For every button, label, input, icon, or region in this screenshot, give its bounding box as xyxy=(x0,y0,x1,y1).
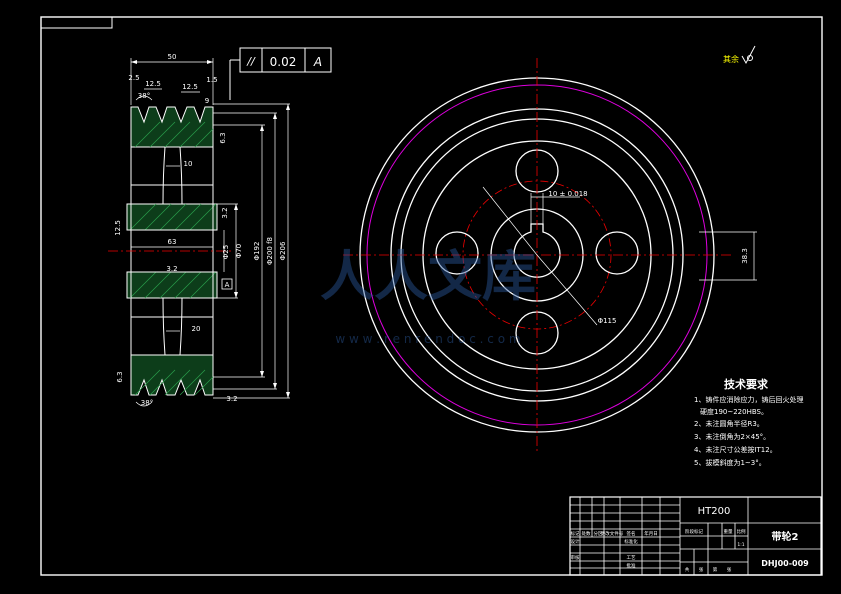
tb-cell-date: 年月日 xyxy=(644,530,658,537)
dim-small-a: 2.5 xyxy=(128,74,139,82)
tb-cell-change-doc: 更改文件号 xyxy=(601,530,624,537)
tb-drawing-no: DHJ00-009 xyxy=(761,559,809,568)
tb-cell-process: 工艺 xyxy=(627,555,636,561)
tb-cell-sheet-a: 张 xyxy=(699,566,704,573)
dim-web-gap-lower: 20 xyxy=(192,325,201,333)
tech-item-3: 2、未注圆角半径R3。 xyxy=(694,419,764,428)
tech-requirements: 技术要求 1、铸件应消除应力，铸后回火处理 硬度190~220HBS。 2、未注… xyxy=(694,377,803,467)
dim-bore-dia: Φ25 xyxy=(222,245,230,259)
tb-cell-total: 共 xyxy=(685,566,690,573)
tolerance-value: 0.02 xyxy=(270,55,297,69)
dim-groove-angle-top: 38° xyxy=(138,92,150,100)
tb-cell-scale-label: 比例 xyxy=(737,528,746,535)
key-depth-dimension xyxy=(699,231,757,281)
dim-outer-dia: Φ206 xyxy=(279,241,287,260)
dim-hole-circle: Φ115 xyxy=(598,317,617,325)
title-block xyxy=(569,496,822,576)
tb-cell-zone: 分区 xyxy=(594,530,603,537)
tb-cell-mark: 标记 xyxy=(571,530,580,537)
tb-cell-review: 审核 xyxy=(571,554,580,561)
dim-hub-roughness: 3.2 xyxy=(166,265,177,273)
tb-material: HT200 xyxy=(698,506,731,517)
tb-part-name: 带轮2 xyxy=(772,530,799,543)
roughness-check-icon xyxy=(741,45,756,65)
tb-cell-weight: 重量 xyxy=(724,528,733,535)
tolerance-symbol: // xyxy=(246,55,256,68)
section-lower-rim xyxy=(130,354,214,396)
surface-mark-3: 6.3 xyxy=(116,371,124,382)
drawing-frame xyxy=(40,16,823,576)
surface-mark-2: 12.5 xyxy=(114,220,122,236)
tech-item-2: 硬度190~220HBS。 xyxy=(700,407,768,416)
dim-overall-width: 50 xyxy=(168,53,177,61)
dim-groove-edge: 9 xyxy=(205,97,209,105)
tb-cell-scale: 1:1 xyxy=(737,542,744,548)
hatch-lines xyxy=(129,121,217,396)
tech-item-5: 4、未注尺寸公差按IT12。 xyxy=(694,445,777,454)
dim-key-depth: 38.3 xyxy=(741,248,749,264)
dim-web-gap-upper: 10 xyxy=(184,160,193,168)
side-dimension-lines xyxy=(130,58,290,399)
dim-groove-pitch-a: 12.5 xyxy=(145,80,161,88)
tb-cell-signature: 签名 xyxy=(627,530,636,537)
tb-cell-stage: 阶段标记 xyxy=(685,528,703,535)
dimension-arrows xyxy=(131,60,290,398)
datum-a-label: A xyxy=(225,281,230,289)
tb-cell-sheet-b: 张 xyxy=(727,566,732,573)
front-view: 10 ± 0.018 Φ115 38.3 xyxy=(343,58,757,452)
tolerance-frame xyxy=(229,47,332,100)
tb-cell-count: 处数 xyxy=(582,530,591,537)
dim-keyway: 10 ± 0.018 xyxy=(548,190,587,198)
watermark-logo: 人人文库 xyxy=(320,245,536,308)
keyway-dimension xyxy=(482,186,598,326)
datum-a-marker xyxy=(221,278,233,290)
dim-groove-pitch-b: 12.5 xyxy=(182,83,198,91)
dim-groove-angle-bottom: 38° xyxy=(141,399,153,407)
tech-item-4: 3、未注倒角为2×45°。 xyxy=(694,432,770,441)
tolerance-datum: A xyxy=(313,55,322,69)
surface-mark-4: 3.2 xyxy=(226,395,237,403)
surface-mark-1: 3.2 xyxy=(221,207,229,218)
watermark: 人人文库 w w w . r e n r e n d o c . c o m xyxy=(320,245,536,346)
tech-item-1: 1、铸件应消除应力，铸后回火处理 xyxy=(694,395,803,404)
section-hub xyxy=(126,203,218,299)
tb-cell-design: 设计 xyxy=(571,538,580,545)
bore-with-keyway xyxy=(513,223,561,278)
tb-cell-of: 第 xyxy=(713,566,718,573)
dim-hub-length: 63 xyxy=(168,238,177,246)
tb-cell-approve: 批准 xyxy=(627,562,636,569)
watermark-url: w w w . r e n r e n d o c . c o m xyxy=(335,332,520,346)
section-upper-rim xyxy=(130,106,214,148)
tb-cell-standard: 标准化 xyxy=(624,538,638,545)
dim-inner-dia: Φ192 xyxy=(253,242,261,261)
groove-angle-arcs xyxy=(135,95,153,407)
roughness-note: 其余 xyxy=(723,54,739,64)
dim-hub-dia: Φ70 xyxy=(235,244,243,258)
dim-small-b: 1.5 xyxy=(206,76,217,84)
tech-item-6: 5、拔模斜度为1~3°。 xyxy=(694,458,766,467)
tech-title: 技术要求 xyxy=(724,377,769,391)
dim-flank-roughness: 6.3 xyxy=(219,132,227,143)
dim-pitch-dia: Φ200 f8 xyxy=(266,237,274,265)
side-view: 50 12.5 12.5 9 38° 38° 10 20 63 3.2 2.5 … xyxy=(108,53,290,407)
